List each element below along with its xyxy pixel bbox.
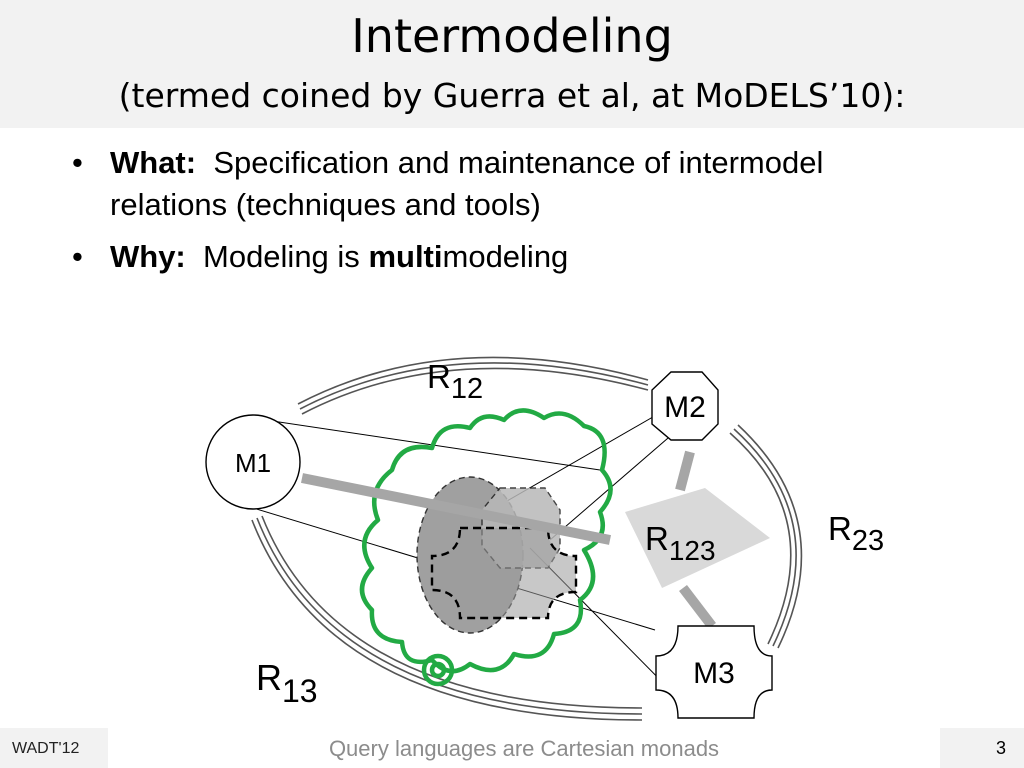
r12-label: R12 [427,358,483,405]
title-band [0,0,1024,128]
m2-label: M2 [664,391,706,424]
bullet-what-line2: relations (techniques and tools) [110,187,541,222]
bullet-what: • What: Specification and maintenance of… [72,142,972,226]
r13-base: R [256,657,282,698]
bullet-why: • Why: Modeling is multimodeling [72,236,972,278]
m1-label: M1 [235,448,271,478]
footer-right-panel [940,728,1024,768]
slide-subtitle: (termed coined by Guerra et al, at MoDEL… [118,76,906,115]
page-number: 3 [996,738,1007,758]
arc-r23 [729,424,803,649]
bullet-why-text-after: modeling [442,239,569,274]
r123-base: R [645,520,669,557]
r23-sub: 23 [852,525,884,557]
footer [0,728,1024,768]
bullet-list: • What: Specification and maintenance of… [72,142,972,288]
r123-diamond [625,488,770,588]
bullet-dot: • [72,239,83,274]
bullet-dot: • [72,145,83,180]
bullet-why-text-before: Modeling is [203,239,360,274]
r12-base: R [427,358,451,395]
r23-label: R23 [828,510,884,557]
m2-node [651,371,719,441]
footer-center-panel [108,728,940,768]
footer-talk-title: Query languages are Cartesian monads [328,736,720,761]
bullet-what-line1: Specification and maintenance of intermo… [213,145,824,180]
overlap-cross [430,526,578,620]
green-cloud [359,408,613,687]
footer-left-panel [0,728,108,768]
r123-sub: 123 [669,535,716,566]
r12-sub: 12 [451,373,483,405]
arc-r12 [297,356,649,415]
r13-sub: 13 [282,673,318,709]
bullet-why-label: Why: [110,239,186,274]
slide-title: Intermodeling [351,9,673,63]
bullet-what-label: What: [110,145,197,180]
arc-r13 [251,515,643,721]
bullet-why-bold-part: multi [368,239,443,274]
r13-label: R13 [256,657,318,709]
m1-node [205,414,301,510]
r123-label: R123 [645,520,716,566]
thick-links [301,450,716,630]
footer-conference: WADT'12 [12,740,80,757]
r23-base: R [828,510,852,547]
m3-node [655,625,773,719]
m3-label: M3 [693,657,735,690]
